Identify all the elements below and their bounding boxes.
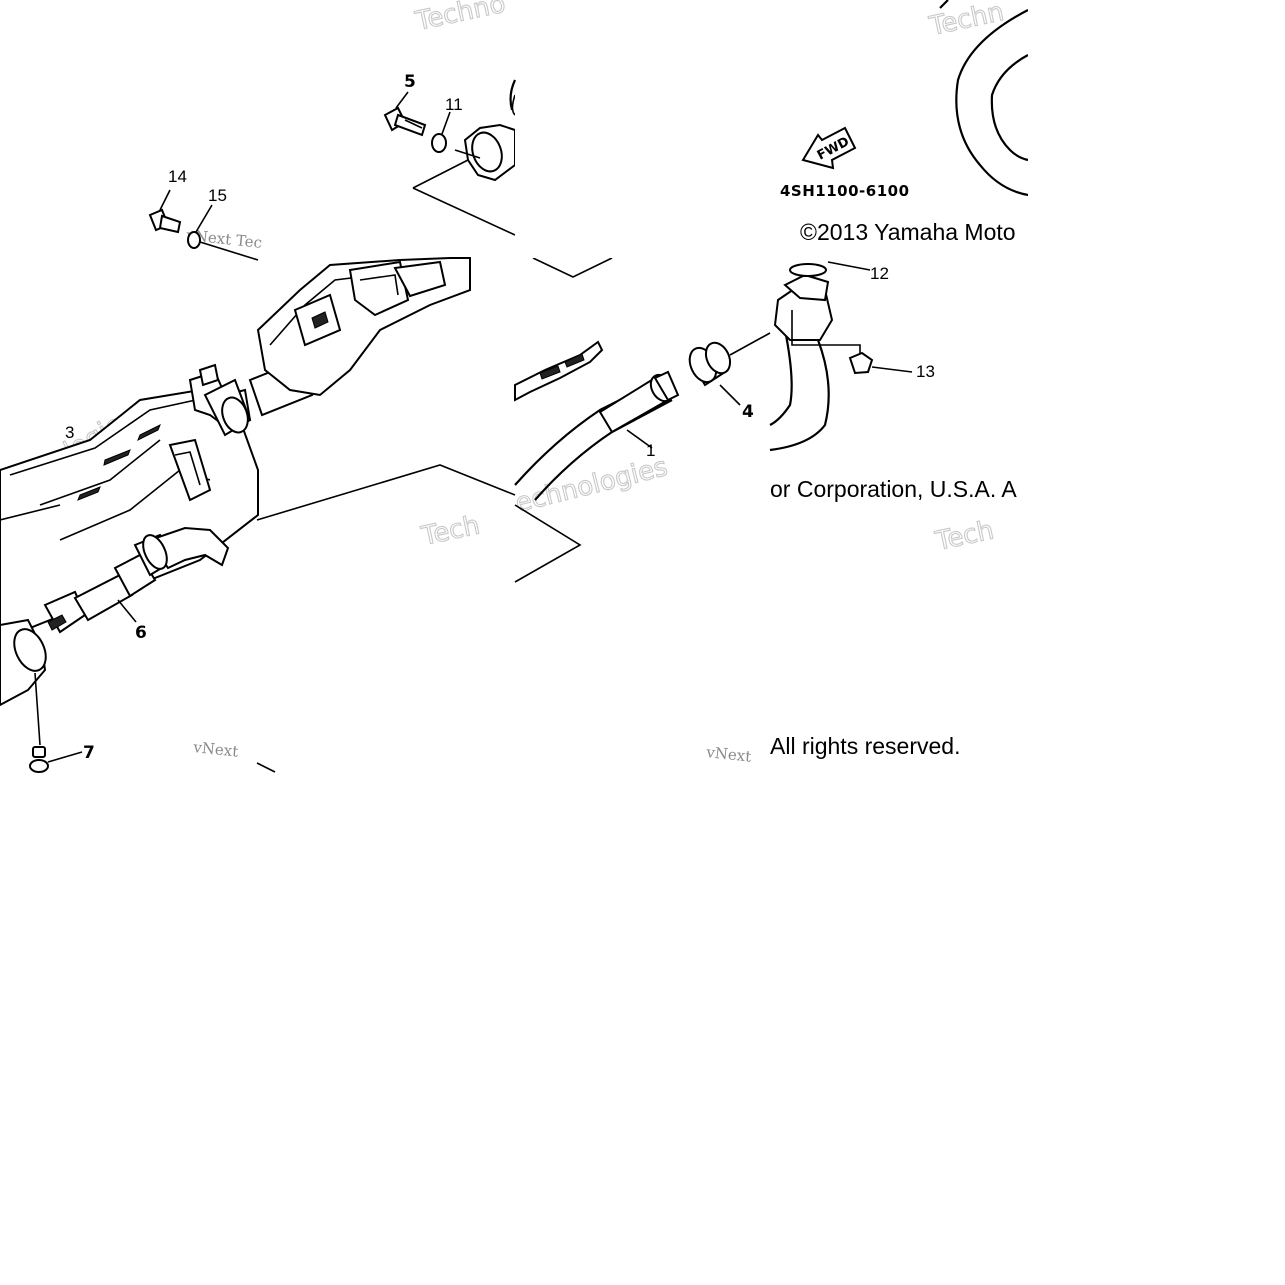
washer-part-15	[187, 204, 259, 261]
forward-arrow: FWD	[801, 126, 857, 170]
watermark-vnext-2: vNext	[705, 743, 753, 766]
copyright-line-bottom: All rights reserved.	[770, 733, 960, 759]
callout-12: 12	[870, 264, 889, 283]
top-middle-tile	[509, 79, 517, 111]
copyright-notice: ©2013 Yamaha Moto or Corporation, U.S.A.…	[770, 219, 1017, 759]
bolt-part-5	[383, 91, 427, 137]
watermark-vnext-1: vNext	[192, 738, 240, 761]
callout-1: 1	[646, 441, 655, 460]
callout-11: 11	[445, 95, 463, 114]
muffler-assembly	[0, 257, 471, 642]
tail-pipe-part-6	[0, 526, 230, 746]
bolt-part-7	[29, 746, 83, 773]
watermark-tech-4: Tech	[932, 515, 996, 557]
watermark-techn-2: Techn	[926, 0, 1006, 42]
gasket-part-4	[688, 332, 771, 406]
callout-13: 13	[916, 362, 935, 381]
callout-15: 15	[208, 186, 227, 205]
copyright-line-middle: or Corporation, U.S.A. A	[770, 476, 1017, 502]
pipe-bend-top-right	[939, 0, 1029, 197]
watermark-techno-1: Techno	[412, 0, 508, 37]
clamp-part	[454, 94, 516, 182]
exhaust-pipe-part-1	[514, 340, 680, 501]
callout-4: 4	[742, 402, 754, 422]
copyright-line-top: ©2013 Yamaha Moto	[800, 219, 1016, 245]
callout-6: 6	[135, 623, 147, 643]
header-pipe	[769, 261, 913, 452]
assembly-guide-lines	[256, 159, 613, 773]
callout-labels: 1 3 4 5 6 7 11 12 13 14 15	[65, 72, 935, 763]
callout-7: 7	[83, 743, 95, 763]
washer-part-11	[431, 111, 451, 153]
callout-5: 5	[404, 72, 416, 92]
diagram-part-code: 4SH1100-6100	[780, 182, 910, 200]
bolt-part-14	[148, 189, 182, 234]
callout-3: 3	[65, 423, 74, 442]
callout-14: 14	[168, 167, 187, 186]
